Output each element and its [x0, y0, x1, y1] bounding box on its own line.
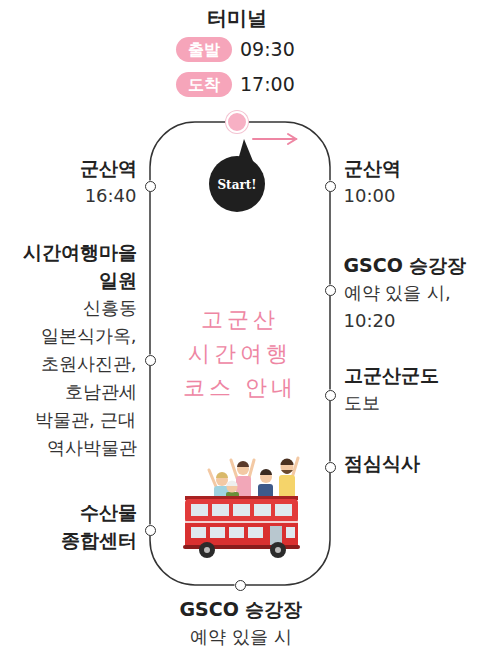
- stop-detail: 10:00: [344, 182, 474, 210]
- pill-text: 도착: [188, 75, 220, 94]
- stop-detail: 신흥동 일본식가옥, 초원사진관, 호남관세 박물관, 근대 역사박물관: [15, 294, 137, 462]
- stop-text: 수산물 종합센터: [42, 498, 137, 554]
- time-pill: 출발: [176, 37, 232, 62]
- pill-text: 출발: [188, 40, 220, 59]
- stop-detail: 16:40: [7, 182, 137, 210]
- stop-marker: 고군산군도도보: [325, 390, 336, 401]
- stop-text: 고군산군도도보: [344, 361, 474, 417]
- terminal-dot: 터미널: [226, 111, 248, 133]
- stop-marker: 수산물 종합센터: [145, 525, 156, 536]
- stop-name: GSCO 승강장: [344, 251, 472, 279]
- stop-name: 고군산군도: [344, 361, 474, 389]
- course-title: 고군산 시간여행 코스 안내: [180, 303, 300, 405]
- stop-name: 수산물 종합센터: [42, 498, 137, 554]
- route-line: [329, 401, 331, 462]
- stop-marker: 군산역10:00: [325, 181, 336, 192]
- terminal-label: 터미널: [207, 4, 267, 32]
- stop-detail: 예약 있을 시, 10:20: [344, 279, 472, 335]
- stop-marker: GSCO 승강장예약 있을 시: [235, 580, 246, 591]
- route-line: [150, 536, 235, 586]
- bus-illustration: [183, 458, 300, 558]
- stop-name: 군산역: [7, 154, 137, 182]
- stop-name: GSCO 승강장: [141, 595, 341, 623]
- route-line: [149, 366, 151, 525]
- stop-detail: 예약 있을 시: [141, 623, 341, 651]
- stop-marker: 시간여행마을 일원신흥동 일본식가옥, 초원사진관, 호남관세 박물관, 근대 …: [145, 355, 156, 366]
- stop-text: 점심식사: [344, 449, 474, 477]
- stop-text: GSCO 승강장예약 있을 시, 10:20: [344, 251, 472, 335]
- time-label: 17:00: [240, 71, 295, 97]
- route-line: [329, 296, 331, 390]
- stop-marker: 군산역16:40: [145, 181, 156, 192]
- stop-marker: GSCO 승강장예약 있을 시, 10:20: [325, 285, 336, 296]
- start-bubble: Start!: [209, 156, 265, 212]
- route-line: [246, 473, 331, 586]
- stop-text: 군산역10:00: [344, 154, 474, 210]
- stop-detail: 도보: [344, 389, 474, 417]
- stop-text: 군산역16:40: [7, 154, 137, 210]
- start-text: Start!: [217, 178, 256, 192]
- direction-arrow: [253, 134, 296, 144]
- stop-name: 시간여행마을 일원: [15, 238, 137, 294]
- stop-name: 군산역: [344, 154, 474, 182]
- stop-text: GSCO 승강장예약 있을 시: [141, 595, 341, 651]
- route-line: [329, 192, 331, 285]
- stop-text: 시간여행마을 일원신흥동 일본식가옥, 초원사진관, 호남관세 박물관, 근대 …: [15, 238, 137, 462]
- stop-name: 점심식사: [344, 449, 474, 477]
- stop-marker: 점심식사: [325, 462, 336, 473]
- time-label: 09:30: [240, 36, 295, 62]
- time-pill: 도착: [176, 72, 232, 97]
- route-line: [149, 192, 151, 355]
